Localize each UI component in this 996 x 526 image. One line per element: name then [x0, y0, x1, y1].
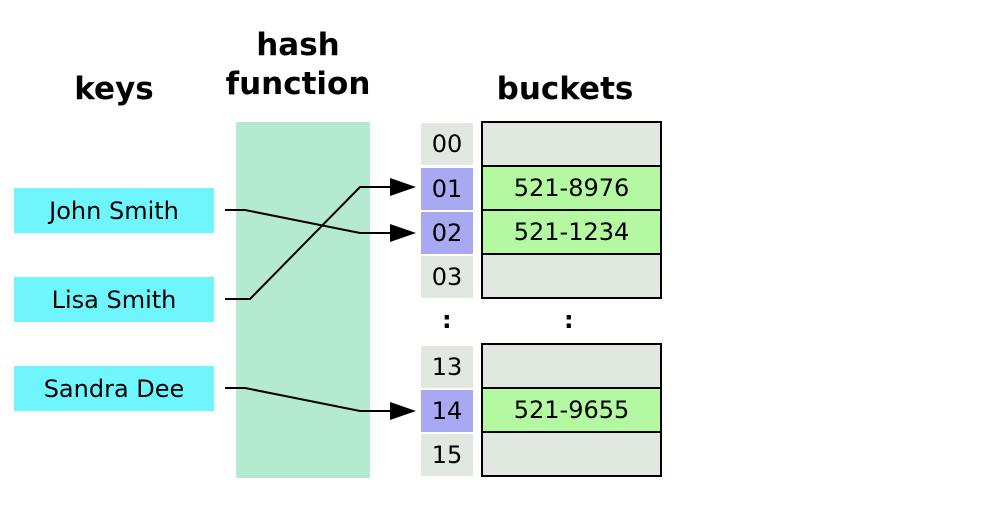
- arrowhead-icon: [390, 224, 416, 242]
- index-ellipsis: :: [442, 306, 452, 334]
- hash-function-heading: hash function: [200, 26, 396, 104]
- buckets-heading: buckets: [496, 71, 634, 107]
- bucket-index: 00: [421, 123, 473, 165]
- key-sandra-dee: Sandra Dee: [14, 366, 214, 411]
- bucket-cell: 521-9655: [481, 387, 662, 433]
- arrowhead-icon: [390, 178, 416, 196]
- bucket-index: 14: [421, 390, 473, 432]
- bucket-cell: [481, 431, 662, 477]
- hash-function-column: [236, 122, 370, 478]
- bucket-index: 03: [421, 256, 473, 298]
- bucket-index: 13: [421, 346, 473, 388]
- arrow-john-smith: [225, 209, 390, 234]
- arrowhead-icon: [390, 402, 416, 420]
- bucket-ellipsis: :: [564, 306, 574, 334]
- arrow-lisa-smith: [225, 186, 390, 300]
- arrow-sandra-dee: [225, 387, 390, 412]
- hash-heading-line1: hash: [256, 27, 340, 63]
- hash-heading-line2: function: [225, 65, 371, 102]
- key-john-smith: John Smith: [14, 188, 214, 233]
- keys-heading: keys: [74, 71, 154, 107]
- key-lisa-smith: Lisa Smith: [14, 277, 214, 322]
- bucket-index: 01: [421, 168, 473, 210]
- bucket-cell: [481, 121, 662, 167]
- bucket-cell: [481, 253, 662, 299]
- bucket-index: 15: [421, 434, 473, 476]
- bucket-index: 02: [421, 212, 473, 254]
